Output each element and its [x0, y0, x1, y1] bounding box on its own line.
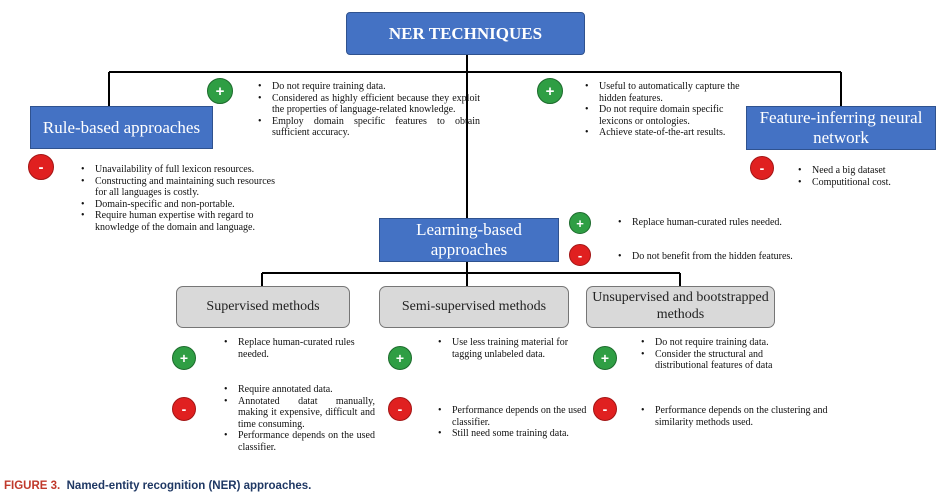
neural-pros-list: Useful to automatically capture the hidd… — [583, 81, 759, 139]
list-item: Domain-specific and non-portable. — [81, 199, 275, 211]
list-item: Require human expertise with regard to k… — [81, 210, 275, 233]
list-item: Unavailability of full lexicon resources… — [81, 164, 275, 176]
list-item: Employ domain specific features to obtai… — [258, 116, 480, 139]
unsupervised-pros-list: Do not require training data. Consider t… — [639, 337, 790, 372]
list-item: Do not require domain specific lexicons … — [585, 104, 759, 127]
list-item: Do not require training data. — [641, 337, 790, 349]
list-item: Achieve state-of-the-art results. — [585, 127, 759, 139]
unsupervised-plus-icon: + — [593, 346, 617, 370]
list-item: Replace human-curated rules needed. — [224, 337, 363, 360]
list-item: Replace human-curated rules needed. — [618, 217, 862, 229]
supervised-minus-icon: - — [172, 397, 196, 421]
rule-based-cons-list: Unavailability of full lexicon resources… — [79, 164, 275, 234]
learning-pros-list: Replace human-curated rules needed. — [616, 217, 862, 229]
semi-minus-icon: - — [388, 397, 412, 421]
list-item: Considered as highly efficient because t… — [258, 93, 480, 116]
figure-caption: FIGURE 3. Named-entity recognition (NER)… — [4, 480, 311, 492]
unsupervised-label: Unsupervised and bootstrapped methods — [592, 290, 769, 322]
figure-caption-text: Named-entity recognition (NER) approache… — [66, 480, 312, 492]
list-item: Performance depends on the clustering an… — [641, 405, 835, 428]
neural-cons-list: Need a big dataset Computitional cost. — [796, 165, 952, 188]
semi-supervised-box: Semi-supervised methods — [379, 286, 569, 328]
unsupervised-box: Unsupervised and bootstrapped methods — [586, 286, 775, 328]
supervised-cons-list: Require annotated data. Annotated datat … — [222, 384, 375, 454]
list-item: Need a big dataset — [798, 165, 952, 177]
learning-based-box: Learning-based approaches — [379, 218, 559, 262]
list-item: Useful to automatically capture the hidd… — [585, 81, 759, 104]
learning-plus-icon: + — [569, 212, 591, 234]
supervised-pros-list: Replace human-curated rules needed. — [222, 337, 363, 360]
neural-network-box: Feature-inferring neural network — [746, 106, 936, 150]
title-box: NER TECHNIQUES — [346, 12, 585, 55]
list-item: Performance depends on the used classifi… — [224, 430, 375, 453]
learning-based-label: Learning-based approaches — [416, 220, 522, 259]
unsupervised-minus-icon: - — [593, 397, 617, 421]
list-item: Constructing and maintaining such resour… — [81, 176, 275, 199]
rule-based-box: Rule-based approaches — [30, 106, 213, 149]
neural-minus-icon: - — [750, 156, 774, 180]
list-item: Do not require training data. — [258, 81, 480, 93]
supervised-label: Supervised methods — [206, 298, 320, 314]
list-item: Do not benefit from the hidden features. — [618, 251, 862, 263]
rule-based-minus-icon: - — [28, 154, 54, 180]
rule-based-pros-list: Do not require training data. Considered… — [256, 81, 480, 139]
rule-based-label: Rule-based approaches — [42, 117, 201, 137]
list-item: Computitional cost. — [798, 177, 952, 189]
learning-cons-list: Do not benefit from the hidden features. — [616, 251, 862, 263]
learning-minus-icon: - — [569, 244, 591, 266]
semi-pros-list: Use less training material for tagging u… — [436, 337, 592, 360]
list-item: Require annotated data. — [224, 384, 375, 396]
supervised-plus-icon: + — [172, 346, 196, 370]
list-item: Use less training material for tagging u… — [438, 337, 592, 360]
list-item: Consider the structural and distribution… — [641, 349, 790, 372]
title-label: NER TECHNIQUES — [388, 23, 543, 43]
list-item: Still need some training data. — [438, 428, 600, 440]
neural-plus-icon: + — [537, 78, 563, 104]
semi-plus-icon: + — [388, 346, 412, 370]
figure-number: FIGURE 3. — [4, 480, 61, 492]
neural-network-label: Feature-inferring neural network — [759, 108, 923, 147]
semi-cons-list: Performance depends on the used classifi… — [436, 405, 600, 440]
supervised-box: Supervised methods — [176, 286, 350, 328]
unsupervised-cons-list: Performance depends on the clustering an… — [639, 405, 835, 428]
rule-based-plus-icon: + — [207, 78, 233, 104]
list-item: Performance depends on the used classifi… — [438, 405, 600, 428]
semi-supervised-label: Semi-supervised methods — [401, 298, 547, 314]
list-item: Annotated datat manually, making it expe… — [224, 396, 375, 431]
